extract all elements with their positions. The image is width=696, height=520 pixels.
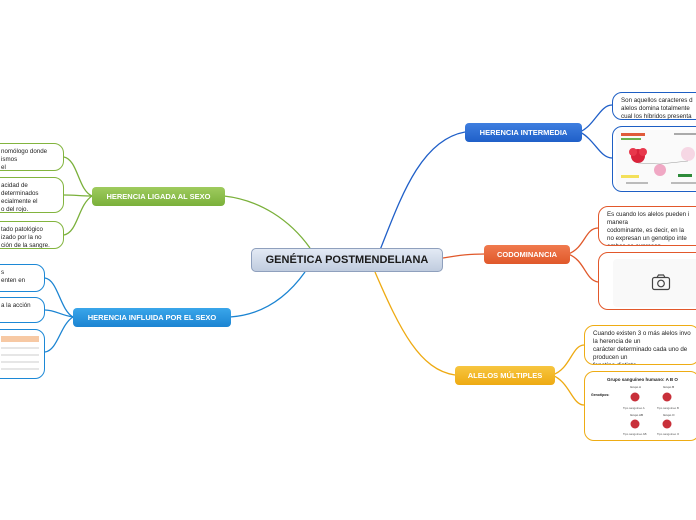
blood-image-label: Grupo B bbox=[663, 385, 674, 389]
link-codominancia bbox=[442, 253, 486, 259]
blood-image-label: Grupo A bbox=[630, 385, 641, 389]
table-image bbox=[1, 336, 39, 370]
leaf-text: Es cuando los alelos pueden i manera cod… bbox=[607, 211, 690, 245]
leaf-intermedia-text[interactable]: Son aquellos caracteres d alelos domina … bbox=[612, 92, 696, 120]
leaf-intermedia-image[interactable] bbox=[612, 126, 696, 192]
link-ligada bbox=[223, 195, 311, 249]
leaf-influida-1[interactable]: s enten en bbox=[0, 264, 45, 292]
leaf-alelos-image[interactable]: Grupo sanguíneo humano: A B O Genotipos:… bbox=[584, 371, 696, 441]
blood-image-label: Grupo AB bbox=[630, 413, 643, 417]
blood-image-label: Grupo O bbox=[663, 413, 675, 417]
leaf-text: acidad de determinados ecialmente el o d… bbox=[1, 182, 39, 213]
branch-herencia-intermedia[interactable]: HERENCIA INTERMEDIA bbox=[465, 123, 582, 142]
flower-diagram-image bbox=[616, 130, 696, 190]
leaf-codominancia-text[interactable]: Es cuando los alelos pueden i manera cod… bbox=[598, 206, 696, 246]
leaf-codominancia-image[interactable] bbox=[598, 252, 696, 310]
blood-group-image: Grupo sanguíneo humano: A B O Genotipos:… bbox=[591, 377, 680, 436]
branch-herencia-influida-por-el-sexo[interactable]: HERENCIA INFLUIDA POR EL SEXO bbox=[73, 308, 231, 327]
leaf-influida-2[interactable]: a la acción bbox=[0, 297, 45, 323]
leaf-text: tado patológico izado por la no ción de … bbox=[1, 226, 50, 249]
blood-image-label: Tipo sanguíneo A bbox=[623, 406, 645, 410]
leaf-text: Son aquellos caracteres d alelos domina … bbox=[621, 97, 693, 120]
leaf-ligada-2[interactable]: acidad de determinados ecialmente el o d… bbox=[0, 177, 64, 213]
camera-icon bbox=[651, 274, 671, 291]
leaf-influida-table[interactable] bbox=[0, 329, 45, 379]
leaf-text: s enten en bbox=[1, 269, 26, 285]
branch-codominancia[interactable]: CODOMINANCIA bbox=[484, 245, 570, 264]
branch-herencia-ligada-al-sexo[interactable]: HERENCIA LIGADA AL SEXO bbox=[92, 187, 225, 206]
blood-image-label: Tipo sanguíneo AB bbox=[623, 432, 647, 436]
leaf-text: Cuando existen 3 o más alelos invo la he… bbox=[593, 330, 691, 364]
leaf-text: nomólogo donde ismos el bbox=[1, 148, 48, 171]
link-alelos bbox=[374, 271, 456, 376]
image-placeholder bbox=[613, 259, 696, 307]
blood-image-title: Grupo sanguíneo humano: A B O bbox=[607, 377, 678, 382]
blood-image-label: Genotipos: bbox=[591, 393, 609, 397]
leaf-ligada-1[interactable]: nomólogo donde ismos el bbox=[0, 143, 64, 171]
link-influida bbox=[229, 271, 306, 318]
blood-image-label: Tipo sanguíneo B bbox=[657, 406, 679, 410]
blood-image-label: Tipo sanguíneo O bbox=[657, 432, 680, 436]
central-topic[interactable]: GENÉTICA POSTMENDELIANA bbox=[251, 248, 443, 272]
link-intermedia bbox=[379, 131, 466, 251]
leaf-text: a la acción bbox=[1, 302, 31, 309]
leaf-ligada-3[interactable]: tado patológico izado por la no ción de … bbox=[0, 221, 64, 249]
leaf-alelos-text[interactable]: Cuando existen 3 o más alelos invo la he… bbox=[584, 325, 696, 365]
branch-alelos-multiples[interactable]: ALELOS MÚLTIPLES bbox=[455, 366, 555, 385]
